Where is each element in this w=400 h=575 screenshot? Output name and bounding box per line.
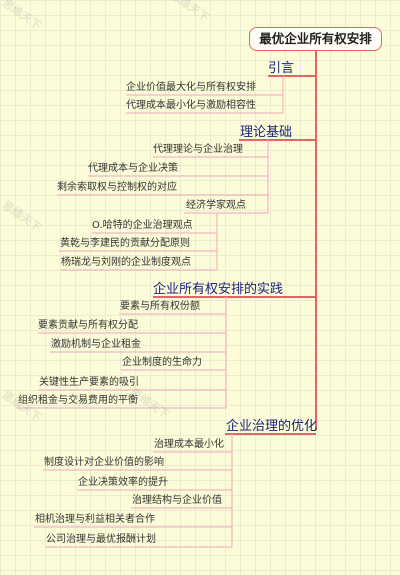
root-node[interactable]: 最优企业所有权安排 xyxy=(249,27,382,51)
leaf-node[interactable]: 组织租金与交易费用的平衡 xyxy=(18,395,138,406)
leaf-node[interactable]: 要素与所有权份额 xyxy=(120,301,200,312)
leaf-node[interactable]: 黄乾与李建民的贡献分配原则 xyxy=(60,238,190,249)
leaf-node[interactable]: 代理成本与企业决策 xyxy=(88,163,178,174)
leaf-node[interactable]: 制度设计对企业价值的影响 xyxy=(44,457,164,468)
leaf-node[interactable]: 代理理论与企业治理 xyxy=(153,144,243,155)
leaf-node[interactable]: 杨瑞龙与刘刚的企业制度观点 xyxy=(61,257,191,268)
leaf-node[interactable]: 企业价值最大化与所有权安排 xyxy=(126,82,256,93)
leaf-node[interactable]: 治理成本最小化 xyxy=(154,439,224,450)
branch-practice[interactable]: 企业所有权安排的实践 xyxy=(153,282,284,297)
leaf-node[interactable]: 要素贡献与所有权分配 xyxy=(38,320,138,331)
leaf-node[interactable]: 经济学家观点 xyxy=(186,200,246,211)
leaf-node[interactable]: 剩余索取权与控制权的对应 xyxy=(57,182,177,193)
leaf-node[interactable]: 治理结构与企业价值 xyxy=(132,495,222,506)
leaf-node[interactable]: 企业决策效率的提升 xyxy=(78,477,168,488)
leaf-node[interactable]: 激励机制与企业租金 xyxy=(51,339,141,350)
leaf-node[interactable]: 相机治理与利益相关者合作 xyxy=(35,514,155,525)
leaf-node[interactable]: O.哈特的企业治理观点 xyxy=(92,220,193,231)
leaf-node[interactable]: 公司治理与最优报酬计划 xyxy=(46,534,156,545)
branch-theory[interactable]: 理论基础 xyxy=(240,125,293,140)
leaf-node[interactable]: 企业制度的生命力 xyxy=(122,357,202,368)
branch-optimization[interactable]: 企业治理的优化 xyxy=(226,419,318,434)
branch-intro[interactable]: 引言 xyxy=(268,61,295,76)
leaf-node[interactable]: 关键性生产要素的吸引 xyxy=(39,377,139,388)
leaf-node[interactable]: 代理成本最小化与激励相容性 xyxy=(126,100,256,111)
